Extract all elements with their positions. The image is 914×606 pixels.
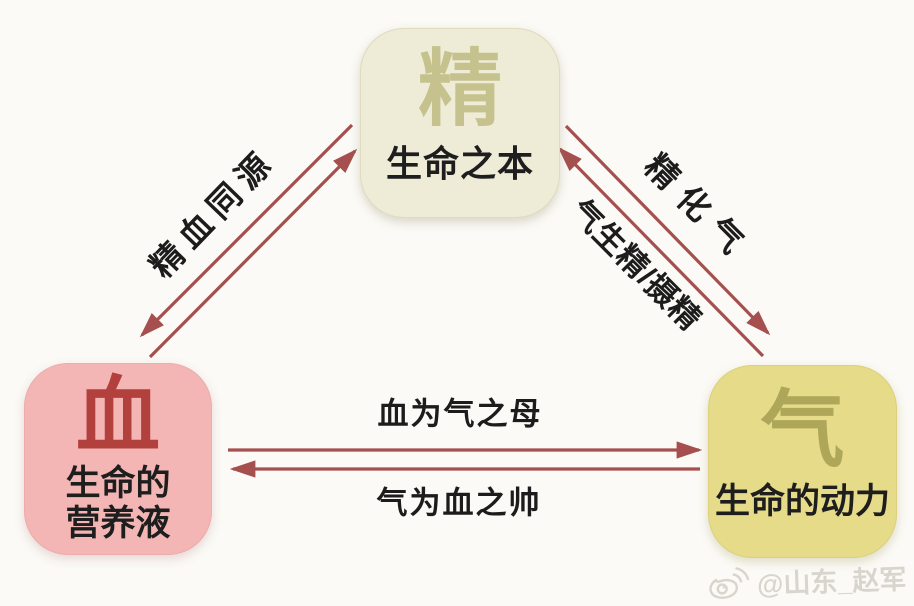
edge-label-xue-to-qi: 血为气之母 xyxy=(377,396,543,432)
qi-subtitle: 生命的动力 xyxy=(714,482,890,522)
node-qi-energy: 气 生命的动力 xyxy=(708,365,897,558)
xue-character: 血 xyxy=(75,368,160,463)
edge-label-jing-xue: 精血同源 xyxy=(142,140,284,285)
jing-character: 精 xyxy=(417,42,502,137)
watermark: @山东_赵军 xyxy=(707,558,907,604)
jing-subtitle: 生命之本 xyxy=(385,143,534,185)
qi-character: 气 xyxy=(760,383,845,478)
node-xue-blood: 血 生命的 营养液 xyxy=(24,363,212,555)
xue-subtitle-line1: 生命的 xyxy=(65,463,171,503)
node-jing-essence: 精 生命之本 xyxy=(360,28,560,218)
edge-label-qi-to-xue: 气为血之帅 xyxy=(376,485,542,521)
weibo-logo-icon xyxy=(708,566,749,599)
watermark-text: @山东_赵军 xyxy=(756,564,907,600)
xue-subtitle-line2: 营养液 xyxy=(65,504,171,543)
